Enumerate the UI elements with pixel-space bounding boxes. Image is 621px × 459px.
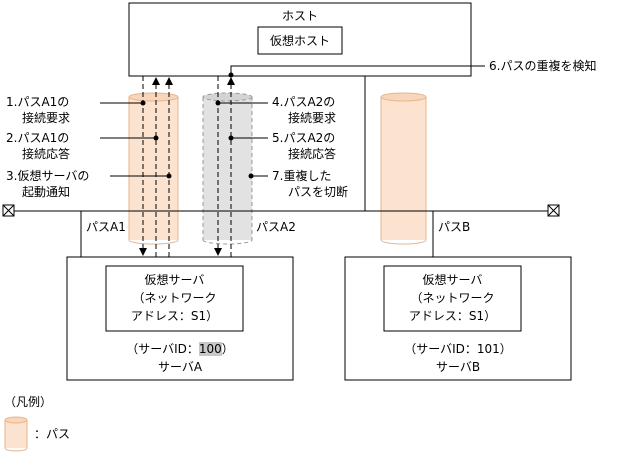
virtual-host-box <box>257 26 343 55</box>
server-b-vs-line3: アドレス：S1） <box>408 309 497 323</box>
server-a-vs-line1: 仮想サーバ <box>144 273 205 287</box>
step7-line1: 7.重複した <box>272 169 332 183</box>
server-b-vs-line1: 仮想サーバ <box>422 273 483 287</box>
terminator-left-icon <box>2 204 15 217</box>
step5-line2: 接続応答 <box>288 147 337 161</box>
virtual-host-label: 仮想ホスト <box>269 34 330 48</box>
detect-dot <box>228 72 234 78</box>
step3-line2: 起動通知 <box>22 185 71 199</box>
step1-line1: 1.パスA1の <box>6 95 70 109</box>
server-a-name: サーバA <box>157 360 203 374</box>
step1-line2: 接続要求 <box>22 111 71 125</box>
host-title: ホスト <box>281 9 318 23</box>
step4-line1: 4.パスA2の <box>272 95 336 109</box>
path-a1-label: パスA1 <box>86 220 126 234</box>
server-a-id-value: 100 <box>198 342 222 356</box>
path-b-cylinder <box>380 92 427 245</box>
legend-path-swatch <box>4 416 28 452</box>
step5-line1: 5.パスA2の <box>272 131 336 145</box>
server-a-vs-line3: アドレス：S1） <box>130 309 219 323</box>
server-b-vs-line2: （ネットワーク <box>410 291 495 305</box>
server-b-virtual-box <box>383 265 522 332</box>
legend-title: （凡例） <box>4 395 53 409</box>
server-a-vs-line2: （ネットワーク <box>132 291 217 305</box>
server-a-id: （サーバID：100） <box>126 342 234 356</box>
server-a-virtual-box <box>105 265 244 332</box>
step2-line1: 2.パスA1の <box>6 131 70 145</box>
path-a2-label: パスA2 <box>256 220 296 234</box>
legend-path-label: ：パス <box>34 427 71 441</box>
step4-line2: 接続要求 <box>288 111 337 125</box>
terminator-right-icon <box>547 204 560 217</box>
server-b-id: （サーバID：101） <box>404 342 512 356</box>
path-a1-cylinder <box>128 92 179 245</box>
detect-label: 6.パスの重複を検知 <box>489 59 597 73</box>
step7-line2: パスを切断 <box>288 185 349 199</box>
server-b-name: サーバB <box>435 360 481 374</box>
step3-line1: 3.仮想サーバの <box>6 169 90 183</box>
step2-line2: 接続応答 <box>22 147 71 161</box>
path-b-label: パスB <box>438 220 471 234</box>
path-a2-cylinder <box>202 92 253 245</box>
